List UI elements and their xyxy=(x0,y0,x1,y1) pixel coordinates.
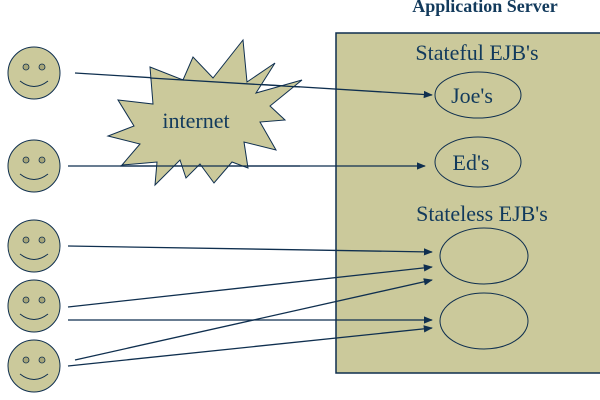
smile xyxy=(19,80,49,87)
connection-line xyxy=(67,325,433,367)
bean-label: Ed's xyxy=(453,150,490,175)
internet-cloud: internet xyxy=(106,38,303,187)
stateful-bean-joe: Joe's xyxy=(434,71,522,119)
client-3 xyxy=(7,219,61,273)
eye xyxy=(22,156,30,164)
eye xyxy=(22,236,30,244)
starburst-icon xyxy=(106,38,303,187)
eye xyxy=(38,236,46,244)
smile xyxy=(19,253,49,260)
stateless-bean-2 xyxy=(439,292,529,350)
smile xyxy=(19,173,49,180)
smiley-face-icon xyxy=(7,339,61,393)
stateless-ejbs-header: Stateless EJB's xyxy=(416,201,548,226)
client-1 xyxy=(7,46,61,100)
eye xyxy=(38,63,46,71)
app-server-title: Application Server xyxy=(412,0,558,16)
smiley-face-icon xyxy=(7,46,61,100)
eye xyxy=(22,296,30,304)
smiley-face-icon xyxy=(7,219,61,273)
bean-label: Joe's xyxy=(451,83,493,108)
client-4 xyxy=(7,279,61,333)
overlay-connections xyxy=(120,77,301,167)
eye xyxy=(38,296,46,304)
connection-line xyxy=(74,278,433,361)
bean-ellipse xyxy=(434,71,522,119)
connection-line xyxy=(67,245,433,256)
eye xyxy=(38,156,46,164)
smiley-face-icon xyxy=(7,279,61,333)
stateful-ejbs-header: Stateful EJB's xyxy=(415,40,538,65)
app-server-box xyxy=(335,32,600,374)
bean-ellipse xyxy=(434,136,522,188)
internet-label: internet xyxy=(162,108,229,133)
client-5 xyxy=(7,339,61,393)
stateful-bean-ed: Ed's xyxy=(434,136,522,188)
eye xyxy=(22,63,30,71)
stateless-bean-1 xyxy=(439,227,529,285)
eye xyxy=(38,356,46,364)
eye xyxy=(22,356,30,364)
smile xyxy=(19,313,49,320)
smile xyxy=(19,373,49,380)
smiley-face-icon xyxy=(7,139,61,193)
connection-line xyxy=(149,77,301,88)
client-2 xyxy=(7,139,61,193)
connection-line xyxy=(67,264,433,308)
